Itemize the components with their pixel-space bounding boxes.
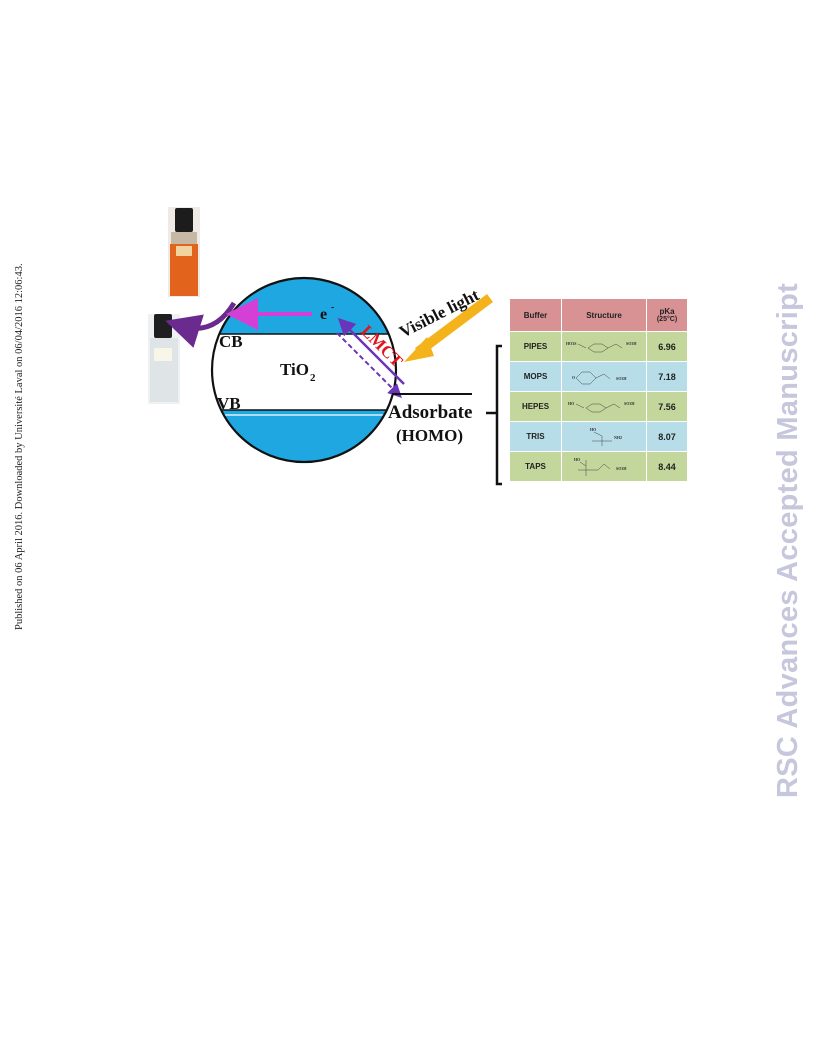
electron-label: e <box>320 306 327 323</box>
buffer-name: MOPS <box>509 361 562 392</box>
svg-text:O: O <box>572 375 575 380</box>
table-header-row: Buffer Structure pKa (25°C) <box>509 298 688 332</box>
svg-text:SO3H: SO3H <box>624 401 635 406</box>
table-row: TAPS HO SO3H 8.44 <box>509 451 688 482</box>
structure-cell: HO SO3H <box>561 391 647 422</box>
buffer-name: TAPS <box>509 451 562 482</box>
pka-value: 8.44 <box>646 451 688 482</box>
svg-text:SO3H: SO3H <box>616 376 627 381</box>
pka-value: 7.18 <box>646 361 688 392</box>
header-pka-top: pKa <box>659 307 675 316</box>
adsorbate-label: Adsorbate <box>388 402 472 423</box>
mops-structure: O SO3H <box>572 371 627 384</box>
table-row: PIPES HO3S SO3H 6.96 <box>509 331 688 362</box>
visible-light-arrow-head <box>404 337 434 362</box>
svg-text:HO: HO <box>568 401 574 406</box>
pka-value: 6.96 <box>646 331 688 362</box>
lmct-solid-arrow <box>337 317 405 385</box>
svg-text:HO3S: HO3S <box>566 341 577 346</box>
vb-label: VB <box>217 394 241 413</box>
hepes-structure: HO SO3H <box>568 401 635 412</box>
pka-value: 8.07 <box>646 421 688 452</box>
pka-value: 7.56 <box>646 391 688 422</box>
header-structure: Structure <box>561 298 647 332</box>
lmct-dashed-arrow <box>336 332 402 398</box>
svg-text:NH2: NH2 <box>614 435 622 440</box>
structure-cell: HO NH2 <box>561 421 647 452</box>
cb-label: CB <box>219 332 243 351</box>
pipes-structure: HO3S SO3H <box>566 341 637 352</box>
structure-cell: O SO3H <box>561 361 647 392</box>
buffer-bracket <box>486 344 502 486</box>
buffer-name: HEPES <box>509 391 562 422</box>
tris-structure: HO NH2 <box>590 427 622 446</box>
table-row: MOPS O SO3H 7.18 <box>509 361 688 392</box>
table-row: TRIS HO NH2 8.07 <box>509 421 688 452</box>
homo-label: (HOMO) <box>396 426 463 445</box>
header-buffer: Buffer <box>509 298 562 332</box>
svg-text:HO: HO <box>590 427 596 432</box>
tio2-label: TiO <box>280 360 309 379</box>
svg-text:SO3H: SO3H <box>626 341 637 346</box>
svg-text:SO3H: SO3H <box>616 466 627 471</box>
buffer-table: Buffer Structure pKa (25°C) PIPES HO3S S… <box>509 298 688 482</box>
taps-structure: HO SO3H <box>574 457 627 476</box>
conduction-band <box>212 278 396 334</box>
white-vial-image <box>148 314 180 404</box>
tio2-subscript: 2 <box>310 372 316 384</box>
svg-text:HO: HO <box>574 457 580 462</box>
header-pka: pKa (25°C) <box>646 298 688 332</box>
buffer-name: TRIS <box>509 421 562 452</box>
visible-light-arrow <box>415 294 493 356</box>
table-row: HEPES HO SO3H 7.56 <box>509 391 688 422</box>
header-pka-bottom: (25°C) <box>656 316 678 323</box>
structure-cell: HO3S SO3H <box>561 331 647 362</box>
structure-cell: HO SO3H <box>561 451 647 482</box>
electron-superscript: - <box>331 302 334 313</box>
buffer-name: PIPES <box>509 331 562 362</box>
orange-vial-image <box>168 207 200 297</box>
